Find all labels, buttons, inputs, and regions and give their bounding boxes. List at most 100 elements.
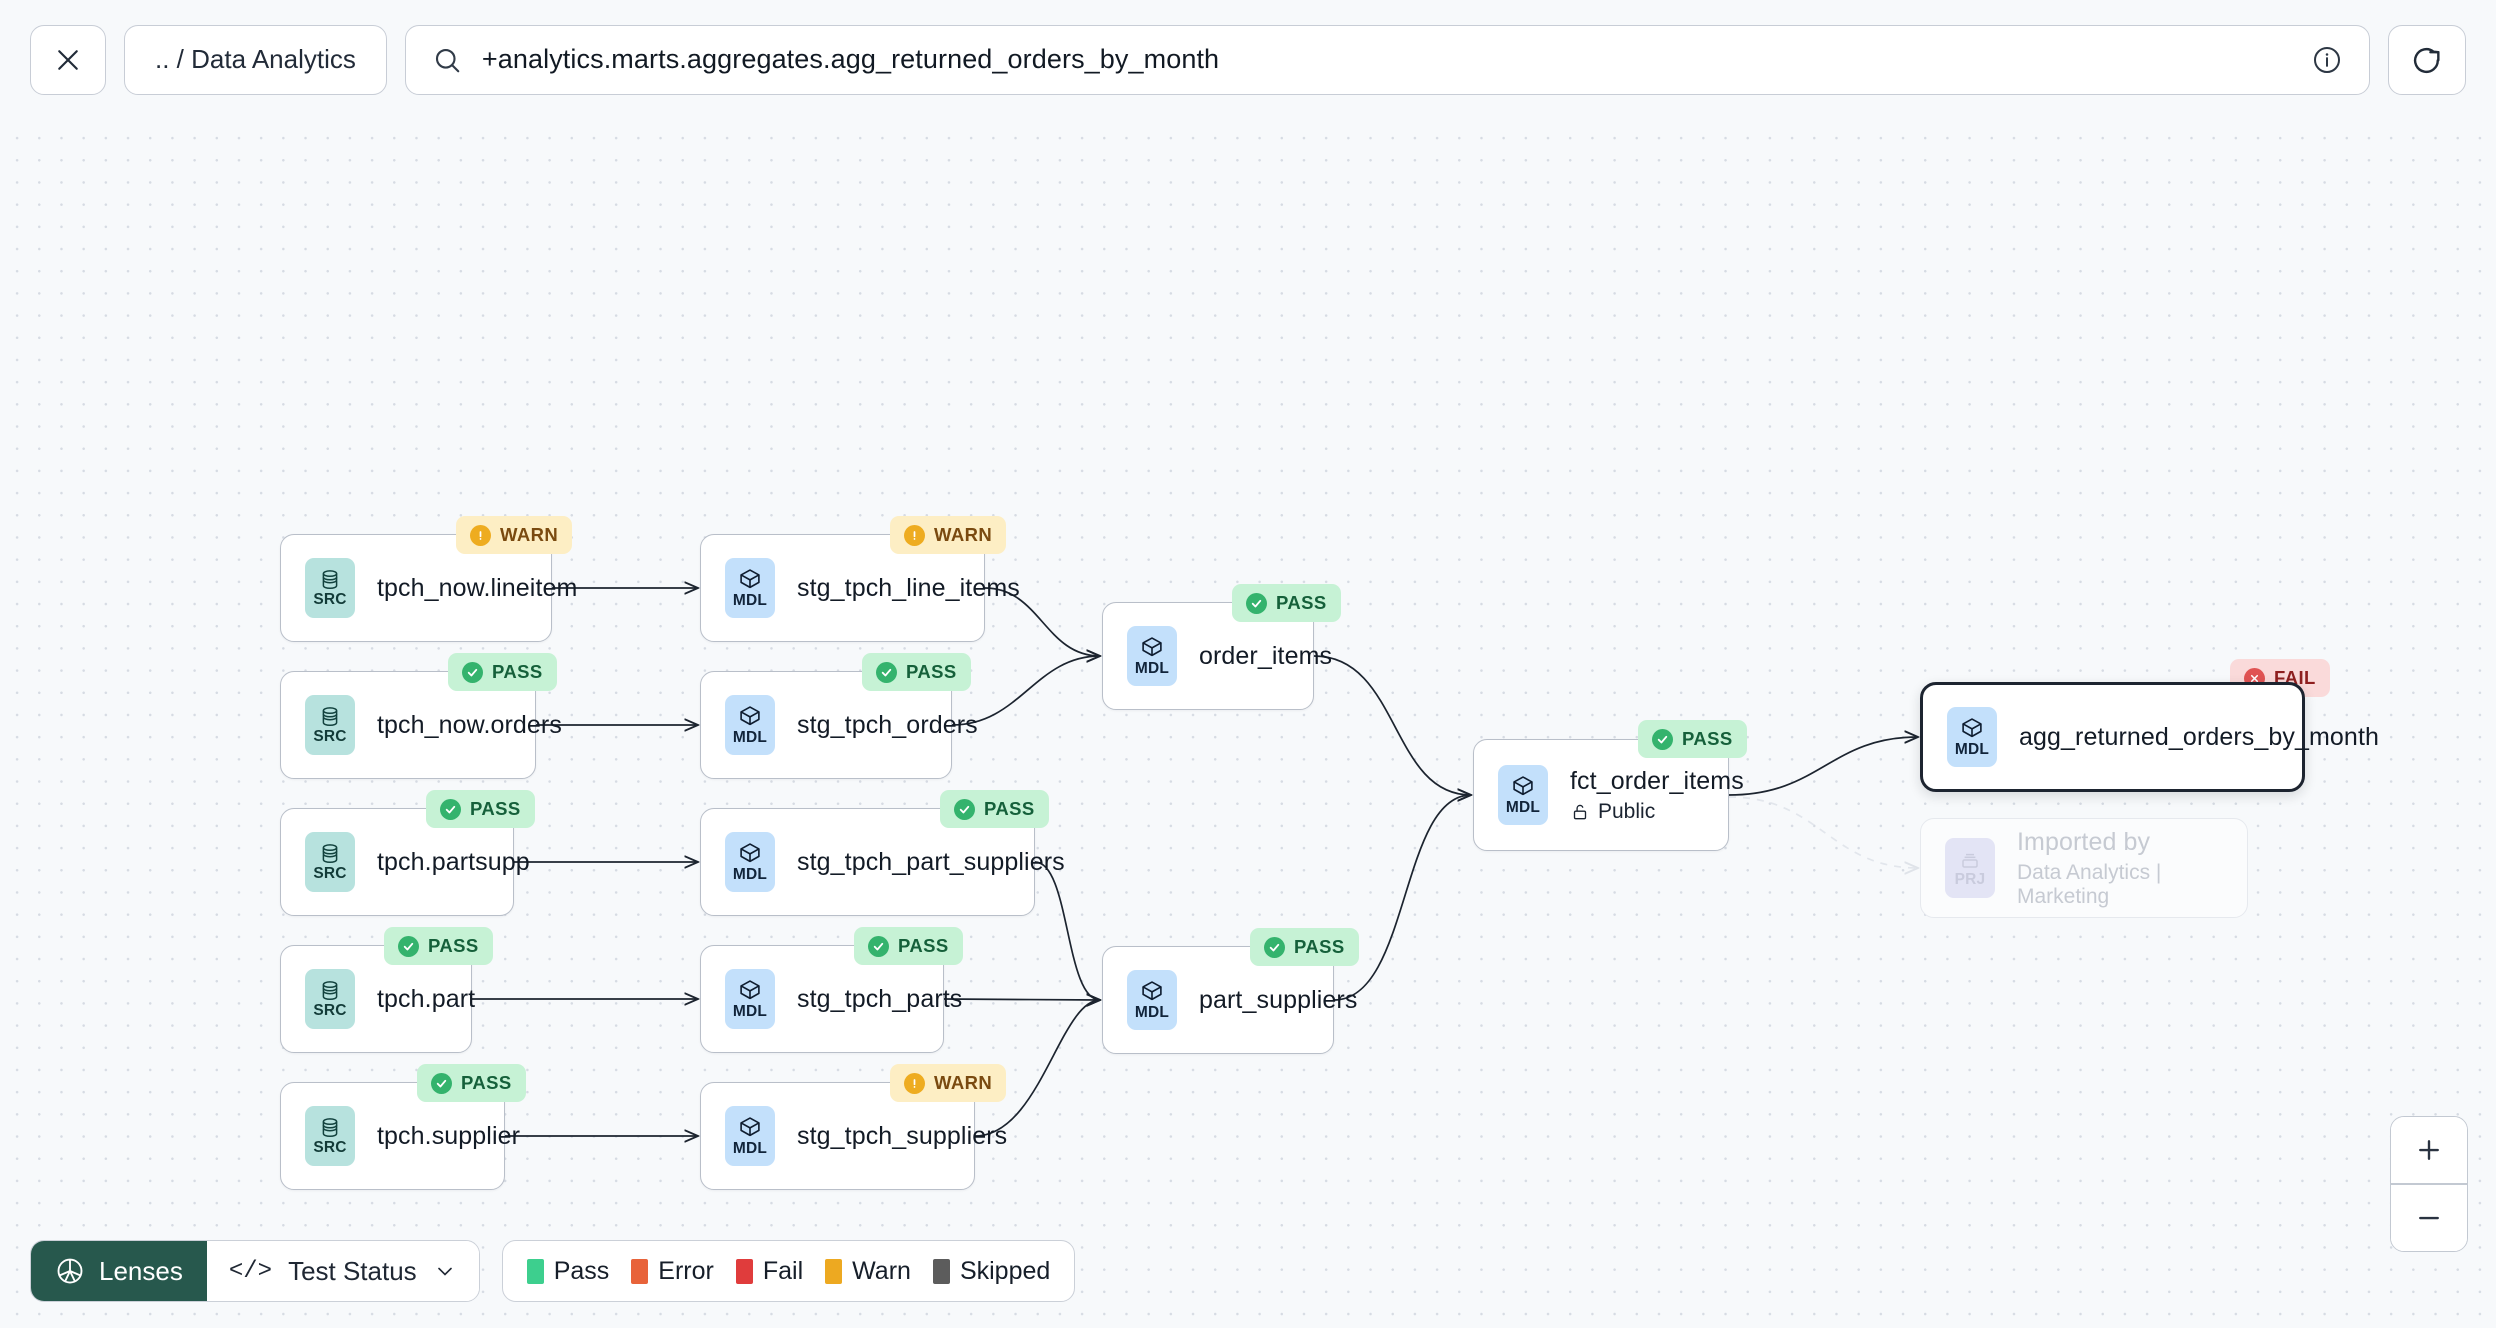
- database-icon: [322, 844, 338, 864]
- lens-select-label: Test Status: [288, 1255, 417, 1286]
- legend-item-pass[interactable]: Pass: [526, 1257, 609, 1286]
- status-badge-pass[interactable]: PASS: [1250, 928, 1359, 966]
- legend-item-fail[interactable]: Fail: [735, 1257, 803, 1286]
- legend-swatch: [932, 1258, 950, 1284]
- lineage-node[interactable]: SRC tpch.part: [280, 945, 476, 1053]
- zoom-out-button[interactable]: [2391, 1185, 2467, 1251]
- node-type-label: SRC: [313, 1002, 347, 1020]
- cube-icon: [740, 843, 760, 863]
- info-icon[interactable]: [2311, 44, 2343, 76]
- legend-item-skipped[interactable]: Skipped: [932, 1256, 1051, 1286]
- node-text: tpch_now.orders: [377, 710, 562, 740]
- refresh-icon: [2413, 47, 2440, 73]
- node-type-badge-mdl: MDL: [1127, 626, 1177, 686]
- database-icon: [322, 570, 338, 590]
- node-title: Imported by: [2017, 827, 2151, 856]
- legend-label: Skipped: [959, 1256, 1051, 1285]
- status-icon: [876, 661, 897, 683]
- breadcrumb-label: .. / Data Analytics: [155, 44, 356, 74]
- status-label: PASS: [470, 798, 521, 819]
- node-text: tpch_now.lineitem: [377, 573, 578, 603]
- lenses-button[interactable]: Lenses: [31, 1241, 207, 1301]
- lineage-node-ghost: PRJ Imported by Data Analytics | Marketing: [1920, 818, 2248, 918]
- node-title: tpch_now.orders: [377, 710, 562, 739]
- lens-select[interactable]: </> Test Status: [206, 1241, 479, 1301]
- node-title: stg_tpch_suppliers: [797, 1121, 1008, 1150]
- status-label: PASS: [1294, 936, 1345, 957]
- status-badge-pass[interactable]: PASS: [384, 927, 493, 965]
- node-text: stg_tpch_suppliers: [797, 1121, 1008, 1151]
- status-icon: [431, 1072, 452, 1094]
- node-type-badge-mdl: MDL: [725, 832, 775, 892]
- refresh-button[interactable]: [2388, 24, 2466, 95]
- node-type-label: SRC: [313, 865, 347, 883]
- status-label: WARN: [500, 524, 559, 545]
- lineage-node[interactable]: SRC tpch_now.lineitem: [280, 534, 578, 642]
- node-type-label: MDL: [1505, 799, 1541, 817]
- node-text: stg_tpch_orders: [797, 711, 978, 740]
- node-subtitle: Data Analytics | Marketing: [2017, 861, 2247, 909]
- node-title: stg_tpch_part_suppliers: [797, 847, 1065, 876]
- legend-swatch: [735, 1258, 753, 1284]
- lineage-node[interactable]: MDL stg_tpch_part_suppliers: [700, 808, 1065, 916]
- node-type-badge-src: SRC: [305, 832, 355, 892]
- status-label: PASS: [906, 661, 957, 682]
- node-title: tpch.partsupp: [377, 847, 530, 876]
- status-badge-pass[interactable]: PASS: [426, 790, 535, 828]
- project-icon: [1962, 854, 1978, 868]
- status-badge-pass[interactable]: PASS: [940, 790, 1049, 828]
- node-text: agg_returned_orders_by_month: [2019, 723, 2379, 752]
- code-icon: </>: [228, 1257, 273, 1285]
- node-text: part_suppliers: [1199, 986, 1357, 1015]
- database-icon: [322, 1118, 338, 1138]
- node-title: tpch_now.lineitem: [377, 573, 578, 602]
- edge: [943, 999, 1100, 1000]
- status-badge-warn[interactable]: WARN: [890, 1064, 1007, 1102]
- cube-icon: [1142, 637, 1162, 657]
- status-badge-pass[interactable]: PASS: [854, 927, 963, 965]
- search-input[interactable]: +analytics.marts.aggregates.agg_returned…: [481, 44, 1220, 74]
- node-title: tpch.part: [377, 984, 476, 1013]
- node-type-label: PRJ: [1954, 871, 1986, 889]
- lenses-group: Lenses </> Test Status: [30, 1240, 480, 1302]
- status-badge-pass[interactable]: PASS: [862, 653, 971, 691]
- node-type-label: SRC: [313, 591, 347, 609]
- status-label: PASS: [984, 798, 1035, 819]
- breadcrumb[interactable]: .. / Data Analytics: [124, 24, 387, 95]
- unlock-icon: [1573, 804, 1587, 819]
- legend-swatch: [825, 1258, 843, 1284]
- node-type-label: MDL: [732, 729, 768, 747]
- edge: [1034, 861, 1100, 1000]
- status-badge-warn[interactable]: WARN: [456, 516, 573, 554]
- node-text: stg_tpch_part_suppliers: [797, 847, 1065, 877]
- status-badge-pass[interactable]: PASS: [1638, 720, 1747, 758]
- node-title: tpch.supplier: [377, 1121, 521, 1150]
- status-icon: [462, 661, 483, 683]
- search-bar[interactable]: +analytics.marts.aggregates.agg_returned…: [404, 24, 2370, 95]
- status-badge-pass[interactable]: PASS: [448, 653, 557, 691]
- status-label: PASS: [428, 935, 479, 956]
- zoom-in-button[interactable]: [2391, 1117, 2467, 1184]
- bottom-toolbar: Lenses </> Test Status Pass Error Fail Warn…: [30, 1240, 1076, 1302]
- legend-item-warn[interactable]: Warn: [825, 1257, 911, 1286]
- zoom-controls: [2390, 1116, 2468, 1252]
- close-button[interactable]: [30, 24, 106, 95]
- node-title: stg_tpch_line_items: [797, 573, 1020, 602]
- edge-ghost: [1728, 796, 1918, 868]
- node-type-badge-src: SRC: [305, 1106, 355, 1166]
- status-badge-pass[interactable]: PASS: [1232, 584, 1341, 622]
- status-label: PASS: [461, 1072, 512, 1093]
- legend-item-error[interactable]: Error: [631, 1257, 714, 1286]
- status-label: PASS: [898, 935, 949, 956]
- cube-icon: [1142, 981, 1162, 1001]
- node-subtitle: Public: [1570, 800, 1728, 824]
- node-type-label: MDL: [732, 1003, 768, 1021]
- status-badge-warn[interactable]: WARN: [890, 516, 1007, 554]
- status-badge-pass[interactable]: PASS: [417, 1064, 526, 1102]
- status-icon: [868, 935, 889, 957]
- lenses-label: Lenses: [99, 1255, 183, 1286]
- aperture-icon: [57, 1258, 83, 1284]
